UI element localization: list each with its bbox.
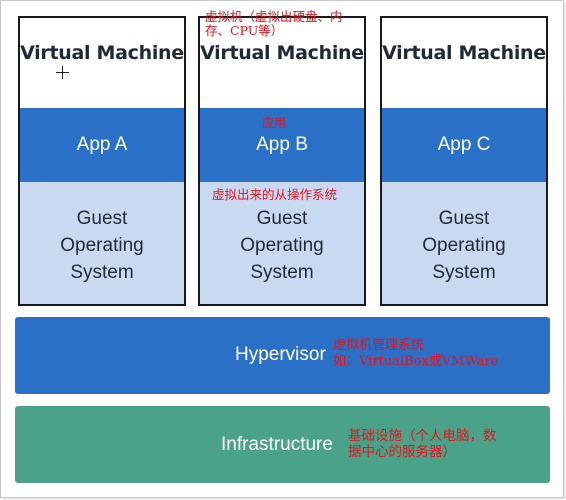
annotation-infrastructure: 基础设施（个人电脑，数 据中心的服务器） [348, 428, 497, 460]
app-label: App A [76, 134, 128, 155]
guest-os-line: Operating [60, 235, 144, 256]
app-b-block: App B [200, 108, 364, 182]
annotation-line: 存、CPU等） [205, 23, 284, 38]
guest-os-line: Guest [76, 208, 128, 229]
virtual-machine-a: Virtual Machine App A Guest Operating Sy… [18, 16, 186, 306]
vm-title: Virtual Machine [20, 42, 184, 64]
annotation-line: 虚拟机（虚拟出硬盘、内 [205, 9, 343, 24]
guest-os-line: System [70, 262, 134, 283]
guest-os-block: Guest Operating System [200, 182, 364, 304]
guest-os-line: Operating [422, 235, 506, 256]
virtual-machine-c: Virtual Machine App C Guest Operating Sy… [380, 16, 548, 306]
crosshair-cursor-icon [56, 66, 69, 79]
annotation-hypervisor: 虚拟机管理系统 如：VirtualBox或VMWare [333, 338, 498, 370]
vm-title: Virtual Machine [200, 42, 364, 64]
guest-os-line: System [432, 262, 496, 283]
app-label: App B [256, 134, 308, 155]
guest-os-block: Guest Operating System [382, 182, 546, 304]
hypervisor-label: Hypervisor [235, 344, 326, 365]
annotation-guest-os: 虚拟出来的从操作系统 [212, 187, 338, 202]
annotation-line: 据中心的服务器） [348, 444, 456, 460]
vm-title: Virtual Machine [382, 42, 546, 64]
guest-os-line: Guest [438, 208, 490, 229]
annotation-virtual-machine: 虚拟机（虚拟出硬盘、内 存、CPU等） [205, 10, 343, 38]
app-label: App C [437, 134, 491, 155]
guest-os-line: Guest [256, 208, 308, 229]
annotation-app: 应用 [262, 116, 287, 130]
hypervisor-layer: Hypervisor [15, 317, 550, 394]
app-a-block: App A [20, 108, 184, 182]
annotation-line: 如：VirtualBox或VMWare [333, 354, 499, 369]
guest-os-line: System [250, 262, 314, 283]
annotation-line: 基础设施（个人电脑，数 [348, 428, 497, 444]
guest-os-block: Guest Operating System [20, 182, 184, 304]
app-c-block: App C [382, 108, 546, 182]
virtual-machine-b: Virtual Machine App B Guest Operating Sy… [198, 16, 366, 306]
infrastructure-label: Infrastructure [221, 434, 333, 455]
guest-os-line: Operating [240, 235, 324, 256]
annotation-line: 虚拟机管理系统 [333, 338, 425, 353]
infrastructure-layer: Infrastructure [15, 406, 550, 483]
